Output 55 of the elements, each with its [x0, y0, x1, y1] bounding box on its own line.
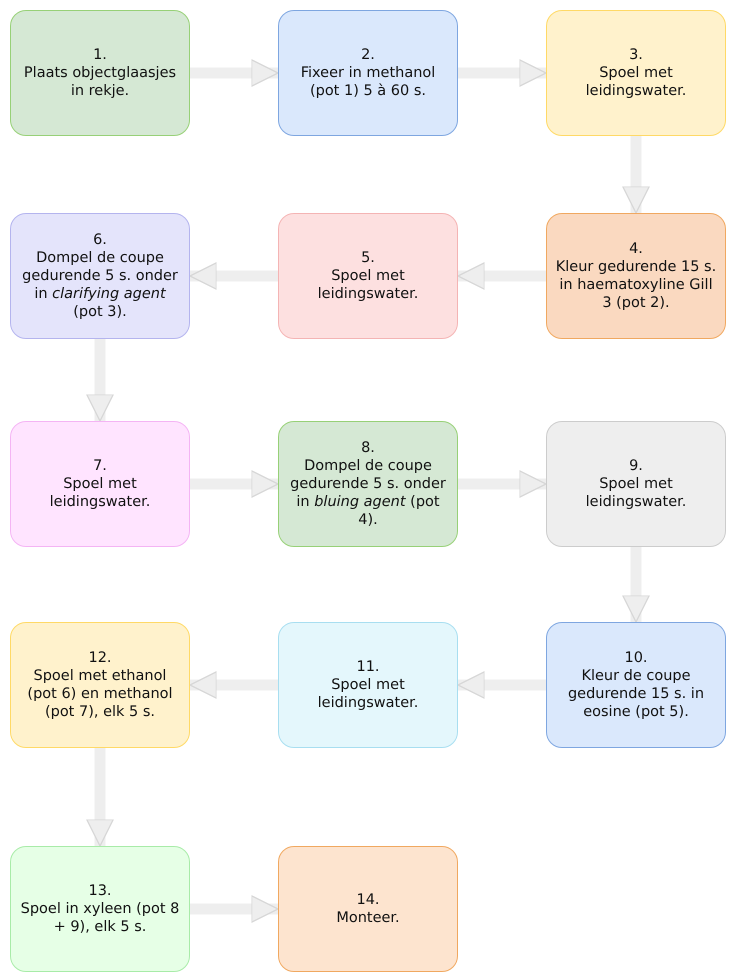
step-box: [278, 421, 458, 547]
arrow: [190, 470, 279, 498]
step-text: Fixeer in methanol (pot 1) 5 à 60 s.: [300, 64, 436, 100]
step-text: Kleur gedurende 15 s. in haematoxyline Gill 3 (pot 2).: [555, 258, 717, 312]
arrow: [622, 547, 650, 623]
arrow: [86, 339, 114, 422]
step-text: Spoel met ethanol (pot 6) en methanol (pot 7), elk 5 s.: [26, 667, 174, 721]
step-text: Kleur de coupe gedurende 15 s. in eosine (pot 5).: [566, 667, 706, 721]
step-number: 6.: [93, 231, 107, 249]
step-number: 4.: [629, 240, 643, 258]
step-box: [546, 421, 726, 547]
step-box: [278, 10, 458, 136]
step-number: 11.: [356, 658, 380, 676]
arrow: [457, 671, 546, 699]
arrow: [458, 59, 547, 87]
arrow: [457, 262, 546, 290]
step-box: [10, 421, 190, 547]
step-text: Spoel met leidingswater.: [316, 676, 420, 712]
step-text: Spoel in xyleen (pot 8 + 9), elk 5 s.: [20, 900, 180, 936]
step-text: Monteer.: [336, 909, 400, 927]
step-box: [10, 622, 190, 748]
arrow: [86, 748, 114, 847]
arrow: [189, 262, 278, 290]
step-number: 14.: [356, 891, 380, 909]
step-number: 7.: [93, 457, 107, 475]
arrow: [458, 470, 547, 498]
step-box: [278, 846, 458, 972]
step-number: 1.: [93, 46, 107, 64]
arrow: [189, 671, 278, 699]
step-text: Spoel met leidingswater.: [48, 475, 152, 511]
step-text: Dompel de coupe gedurende 5 s. onder in clarifying agent (pot 3).: [21, 249, 179, 321]
step-box: [10, 10, 190, 136]
step-text: Dompel de coupe gedurende 5 s. onder in bluing agent (pot 4).: [289, 457, 447, 529]
step-box: [278, 622, 458, 748]
arrow: [190, 59, 279, 87]
step-number: 2.: [361, 46, 375, 64]
arrow: [622, 136, 650, 214]
step-text: Spoel met leidingswater.: [316, 267, 420, 303]
step-number: 10.: [624, 649, 648, 667]
step-number: 13.: [88, 882, 112, 900]
step-text: Spoel met leidingswater.: [584, 64, 688, 100]
step-box: [10, 213, 190, 339]
arrow: [190, 895, 279, 923]
step-box: [10, 846, 190, 972]
step-number: 3.: [629, 46, 643, 64]
step-number: 12.: [88, 649, 112, 667]
step-number: 9.: [629, 457, 643, 475]
step-box: [546, 213, 726, 339]
step-box: [546, 622, 726, 748]
step-box: [278, 213, 458, 339]
step-text: Plaats objectglaasjes in rekje.: [22, 64, 178, 100]
step-box: [546, 10, 726, 136]
step-number: 8.: [361, 439, 375, 457]
step-number: 5.: [361, 249, 375, 267]
step-text: Spoel met leidingswater.: [584, 475, 688, 511]
